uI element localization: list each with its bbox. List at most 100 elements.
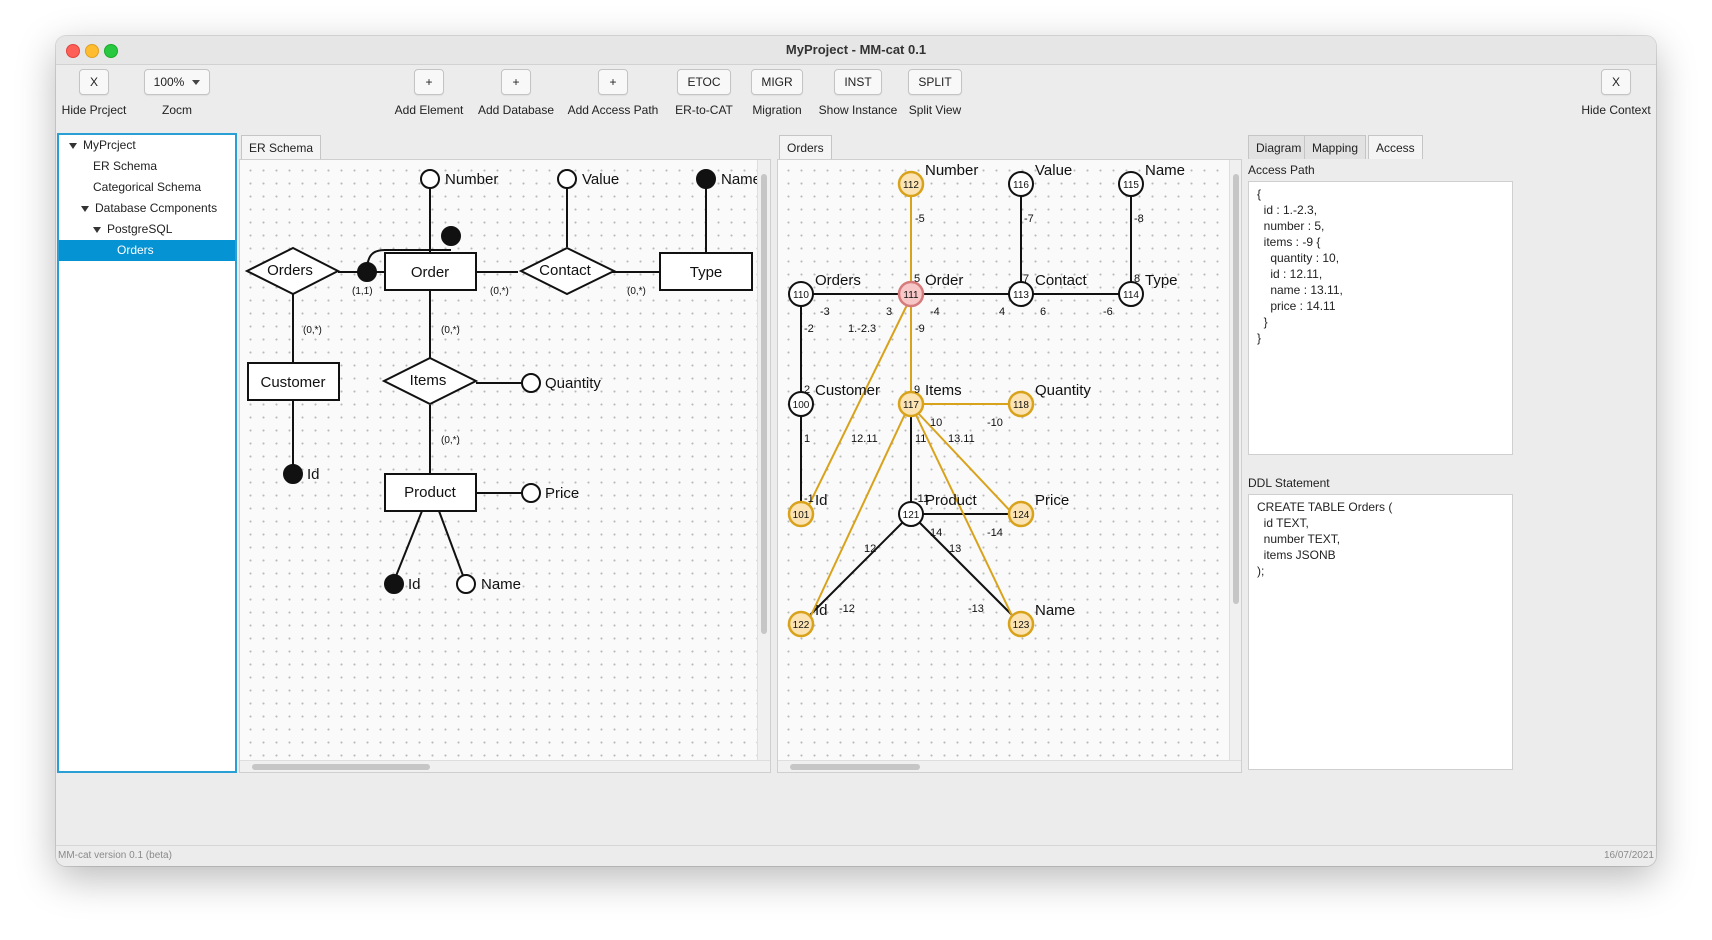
- er-attribute-value[interactable]: [557, 169, 577, 189]
- er-identifier-order-orders[interactable]: [357, 262, 377, 282]
- app-window: MyProject - MM-cat 0.1 X Hide Prcject 10…: [56, 36, 1656, 866]
- title-bar: MyProject - MM-cat 0.1: [56, 36, 1656, 65]
- tree-item-database-components[interactable]: Database Ccmponents: [59, 198, 235, 219]
- scroll-thumb[interactable]: [761, 174, 767, 634]
- path-edge: [806, 413, 906, 625]
- scroll-thumb[interactable]: [790, 764, 920, 770]
- toolbar: X Hide Prcject 100% Zocm + Add Element +…: [56, 65, 1656, 131]
- er-attribute-number[interactable]: [420, 169, 440, 189]
- cat-horizontal-scrollbar[interactable]: [778, 760, 1241, 772]
- close-window-button[interactable]: [66, 44, 80, 58]
- cat-node-on-path[interactable]: [897, 170, 925, 198]
- cat-node[interactable]: [1008, 171, 1034, 197]
- categorical-canvas[interactable]: 112 116 115 110 111 113 114 100 117 118 …: [777, 159, 1242, 773]
- split-view-button[interactable]: SPLIT: [908, 69, 962, 95]
- node-id: 110: [793, 290, 809, 301]
- er-attribute-product-name[interactable]: [456, 574, 476, 594]
- hide-context-label: Hide Context: [1581, 103, 1651, 117]
- er-horizontal-scrollbar[interactable]: [240, 760, 770, 772]
- cat-node[interactable]: [1118, 171, 1144, 197]
- hide-project-group: X Hide Prcject: [56, 65, 154, 117]
- tab-access[interactable]: Access: [1368, 135, 1423, 159]
- show-instance-button[interactable]: INST: [834, 69, 882, 95]
- hide-context-button[interactable]: X: [1601, 69, 1631, 95]
- expand-triangle-icon[interactable]: [69, 142, 77, 149]
- scroll-thumb[interactable]: [252, 764, 430, 770]
- er-identifier-product-id[interactable]: [384, 574, 404, 594]
- tab-orders[interactable]: Orders: [779, 135, 832, 159]
- zoom-window-button[interactable]: [104, 44, 118, 58]
- expand-triangle-icon[interactable]: [81, 205, 89, 212]
- cat-node-on-path[interactable]: [787, 610, 815, 638]
- node-label: Items: [925, 382, 962, 399]
- er-entity-type[interactable]: [659, 252, 753, 291]
- er-identifier-type-name[interactable]: [696, 169, 716, 189]
- node-label: Value: [1035, 162, 1072, 179]
- cat-root-node[interactable]: [897, 280, 925, 308]
- tree-item-label: Orders: [117, 243, 154, 257]
- er-relationship-items[interactable]: [381, 356, 479, 406]
- scroll-thumb[interactable]: [1233, 174, 1239, 604]
- er-attribute-price[interactable]: [521, 483, 541, 503]
- er-relationship-contact[interactable]: [518, 246, 617, 296]
- tree-item-project[interactable]: MyPrcject: [59, 135, 235, 156]
- expand-triangle-icon[interactable]: [93, 226, 101, 233]
- minimize-window-button[interactable]: [85, 44, 99, 58]
- tree-item-postgresql[interactable]: PostgreSQL: [59, 219, 235, 240]
- tree-item-label: Database Ccmponents: [95, 201, 218, 215]
- er-vertical-scrollbar[interactable]: [757, 160, 770, 760]
- edge-label: 12: [864, 543, 876, 555]
- context-tab-bar: Diagram Mapping Access: [1246, 133, 1522, 159]
- er-attribute-quantity[interactable]: [521, 373, 541, 393]
- er-label: Name: [481, 576, 521, 593]
- add-access-path-group: + Add Access Path: [553, 65, 673, 117]
- tab-er-schema[interactable]: ER Schema: [241, 135, 322, 159]
- cat-node[interactable]: [1118, 281, 1144, 307]
- tree-item-label: Categorical Schema: [93, 180, 202, 194]
- er-label: Type: [690, 264, 723, 281]
- cat-node-on-path[interactable]: [897, 390, 925, 418]
- edge-label: -1: [804, 493, 814, 505]
- migration-button[interactable]: MIGR: [751, 69, 803, 95]
- cat-vertical-scrollbar[interactable]: [1229, 160, 1241, 760]
- zoom-group: 100% Zocm: [117, 65, 237, 117]
- add-access-path-button[interactable]: +: [598, 69, 628, 95]
- tree-item-orders[interactable]: Orders: [59, 240, 235, 261]
- tree-item-er-schema[interactable]: ER Schema: [59, 156, 235, 177]
- er-diagram-canvas[interactable]: Order Customer Type Product Orders Conta…: [239, 159, 771, 773]
- cat-node[interactable]: [788, 391, 814, 417]
- node-label: Product: [925, 492, 978, 509]
- tab-mapping[interactable]: Mapping: [1304, 135, 1367, 159]
- tree-item-label: PostgreSQL: [107, 222, 173, 236]
- er-identifier-order[interactable]: [441, 226, 461, 246]
- edge-label: -13: [968, 603, 984, 615]
- add-element-button[interactable]: +: [414, 69, 444, 95]
- cat-node[interactable]: [1008, 281, 1034, 307]
- er-relationship-orders[interactable]: [244, 246, 341, 296]
- node-label: Name: [1035, 602, 1075, 619]
- zoom-select[interactable]: 100%: [143, 69, 211, 95]
- hide-project-button[interactable]: X: [79, 69, 109, 95]
- er-entity-customer[interactable]: [247, 362, 340, 401]
- cat-node-on-path[interactable]: [1007, 610, 1035, 638]
- cat-node[interactable]: [788, 281, 814, 307]
- edge-label: -11: [914, 493, 929, 505]
- edge-label: 13: [949, 543, 961, 555]
- er-entity-order[interactable]: [384, 252, 477, 291]
- er-to-cat-button[interactable]: ETOC: [677, 69, 731, 95]
- cat-node-on-path[interactable]: [1007, 500, 1035, 528]
- er-entity-product[interactable]: [384, 473, 477, 512]
- node-id: 100: [793, 400, 810, 411]
- access-path-editor[interactable]: { id : 1.-2.3, number : 5, items : -9 { …: [1248, 181, 1513, 455]
- ddl-statement-output[interactable]: CREATE TABLE Orders ( id TEXT, number TE…: [1248, 494, 1513, 770]
- cat-node-on-path[interactable]: [787, 500, 815, 528]
- status-bar: MM-cat version 0.1 (beta) 16/07/2021: [56, 845, 1656, 866]
- tab-diagram[interactable]: Diagram: [1248, 135, 1310, 159]
- cat-node[interactable]: [898, 501, 924, 527]
- er-identifier-customer-id[interactable]: [283, 464, 303, 484]
- cat-edge: [918, 521, 1014, 617]
- cat-node-on-path[interactable]: [1007, 390, 1035, 418]
- er-label: Number: [445, 171, 498, 188]
- tree-item-categorical-schema[interactable]: Categorical Schema: [59, 177, 235, 198]
- add-database-button[interactable]: +: [501, 69, 531, 95]
